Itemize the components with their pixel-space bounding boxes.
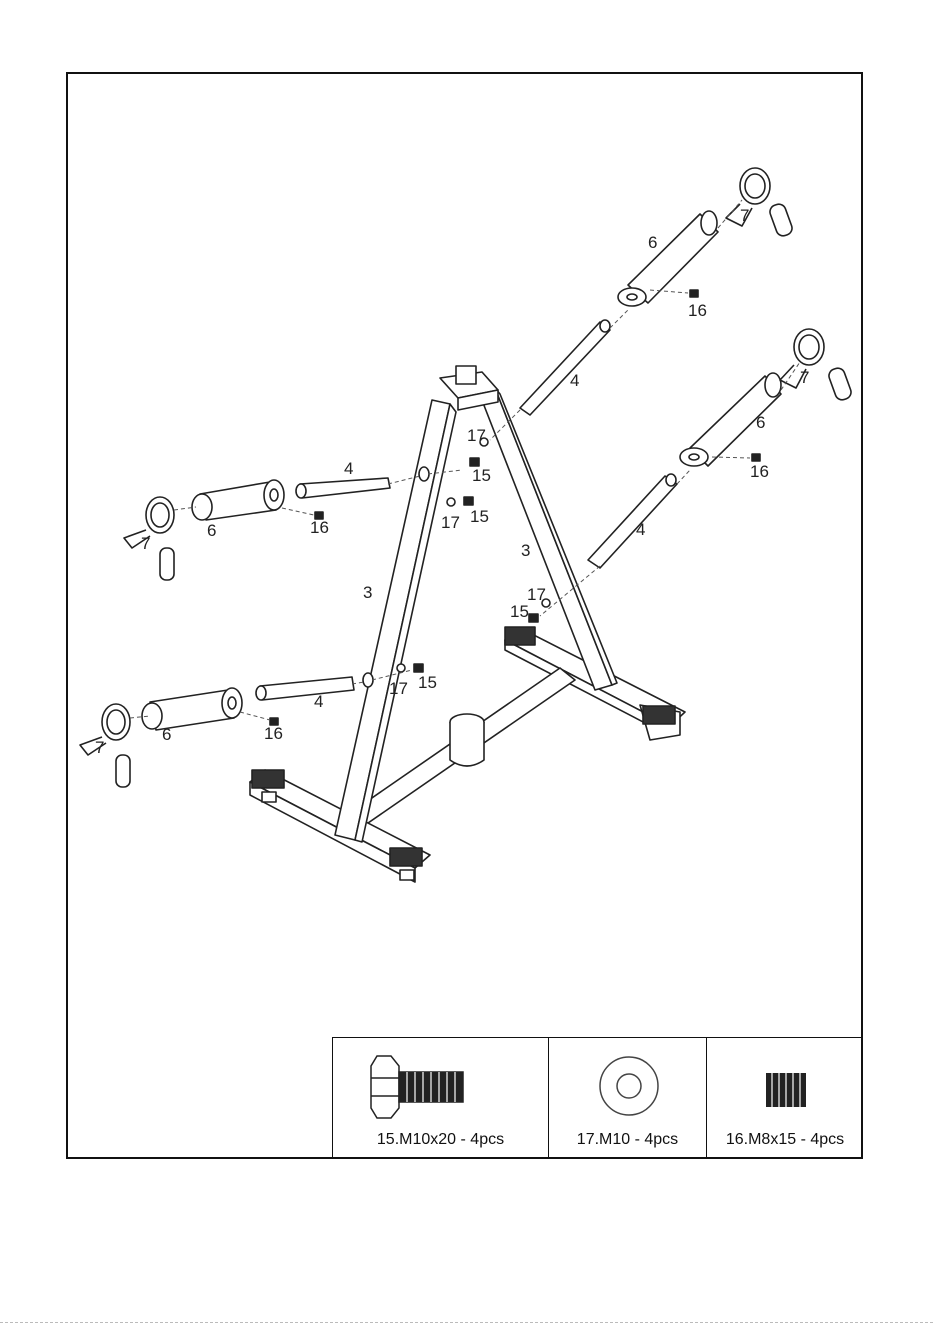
label-part-7-mid: 7 <box>800 368 809 387</box>
hardware-cell-bolt: 15.M10x20 - 4pcs <box>333 1038 549 1159</box>
label-part-4-upper: 4 <box>570 371 579 390</box>
label-part-6-mid: 6 <box>756 413 765 432</box>
lower-left-post-part-4 <box>256 677 354 700</box>
upper-left-post-part-4 <box>296 478 390 498</box>
hardware-label-bolt: 15.M10x20 - 4pcs <box>333 1131 548 1149</box>
hardware-cell-set-screw: 16.M8x15 - 4pcs <box>707 1038 863 1159</box>
upper-right-sleeve-part-6 <box>618 211 718 306</box>
label-part-16-upper: 16 <box>688 301 707 320</box>
label-part-6-left-lower: 6 <box>162 725 171 744</box>
part-labels: 6 7 16 4 7 6 16 4 17 15 17 15 3 17 15 4 … <box>95 206 809 757</box>
middle-right-post-part-4 <box>588 474 677 568</box>
label-part-6-upper: 6 <box>648 233 657 252</box>
label-part-7-left-lower: 7 <box>95 738 104 757</box>
hardware-table: 15.M10x20 - 4pcs 17.M10 - 4pcs 16.M8x15 … <box>332 1037 863 1159</box>
label-part-15-topb: 15 <box>470 507 489 526</box>
label-part-7-upper: 7 <box>740 206 749 225</box>
middle-right-sleeve-part-6 <box>680 373 781 466</box>
label-part-7-left-upper: 7 <box>141 534 150 553</box>
upper-right-post-part-4 <box>520 320 610 415</box>
hardware-label-washer: 17.M10 - 4pcs <box>549 1131 706 1149</box>
label-part-3-rear: 3 <box>521 541 530 560</box>
label-part-17-front: 17 <box>389 679 408 698</box>
washer-icon <box>549 1038 707 1128</box>
label-part-6-left-upper: 6 <box>207 521 216 540</box>
lower-left-collar-part-7 <box>80 704 130 787</box>
label-part-4-left-lower: 4 <box>314 692 323 711</box>
lower-left-sleeve-part-6 <box>142 688 242 730</box>
hardware-cell-washer: 17.M10 - 4pcs <box>549 1038 707 1159</box>
hardware-label-set-screw: 16.M8x15 - 4pcs <box>707 1131 863 1149</box>
page-bottom-rule <box>0 1322 933 1323</box>
bolt-icon <box>333 1038 549 1128</box>
label-part-3-front: 3 <box>363 583 372 602</box>
label-part-17-rear: 17 <box>527 585 546 604</box>
upper-left-sleeve-part-6 <box>192 480 284 520</box>
label-part-17-top: 17 <box>467 426 486 445</box>
label-part-15-front: 15 <box>418 673 437 692</box>
hardware-pieces <box>270 290 760 725</box>
label-part-15-top: 15 <box>472 466 491 485</box>
middle-right-collar-part-7 <box>780 329 853 402</box>
label-part-16-left-upper: 16 <box>310 518 329 537</box>
upper-right-collar-part-7 <box>726 168 794 238</box>
label-part-16-mid: 16 <box>750 462 769 481</box>
label-part-17-topb: 17 <box>441 513 460 532</box>
label-part-4-mid: 4 <box>636 520 645 539</box>
set-screw-icon <box>707 1038 863 1128</box>
label-part-4-left-upper: 4 <box>344 459 353 478</box>
label-part-15-rear: 15 <box>510 602 529 621</box>
label-part-16-left-lower: 16 <box>264 724 283 743</box>
